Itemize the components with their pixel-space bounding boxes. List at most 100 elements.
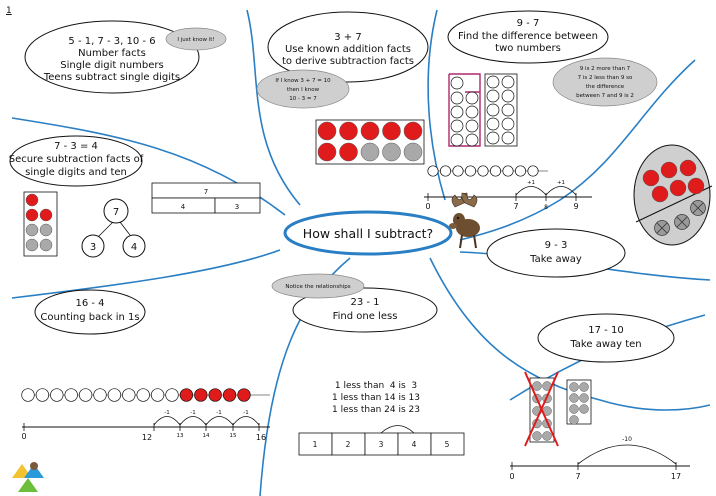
nine-frame-counter [465,91,479,105]
ten-frame-counter [532,381,542,391]
ten-frame-counter [486,75,500,89]
bead [21,388,35,402]
seven-frame-counter [569,404,579,414]
secure-counter [39,223,53,237]
part-whole-part-2: 4 [131,242,137,253]
counting-back-tick-0: 0 [21,432,26,441]
ten-frame-counter [317,142,337,162]
counting-back-jump-2: -1 [190,410,195,416]
bar-model-whole: 7 [204,188,208,196]
counting-back-tick-16: 16 [256,433,266,442]
cross-mark [692,202,704,214]
nine-frame-counter [465,119,479,133]
secure-counter [25,238,39,252]
nine-frame-counter [450,76,464,90]
red-counter [669,179,687,197]
difference-number-line-ticks [427,193,577,201]
bead [427,165,439,177]
divider-4 [459,59,696,241]
bead [222,388,237,402]
difference-bead-string [427,165,548,177]
take-away-line-2: Take away [529,254,582,265]
red-counter [687,177,705,195]
one-less-fact-3: 1 less than 24 is 23 [332,405,420,415]
part-whole-model [81,198,146,258]
number-track-cell-1: 1 [313,440,318,449]
secure-line-2: Secure subtraction facts of [9,154,144,165]
red-counter [642,169,660,187]
difference-bubble-4: between 7 and 9 is 2 [576,93,634,99]
red-counter [679,159,697,177]
ten-frame-counter [360,121,380,141]
counting-back-tick-13: 13 [177,433,184,439]
take-away-ten-tick-7: 7 [575,472,580,481]
difference-tick-0: 0 [425,202,430,211]
number-facts-line-1: 5 - 1, 7 - 3, 10 - 6 [68,36,155,47]
bead [208,388,222,402]
seven-frame-counter [579,393,589,403]
ten-frame-counter [501,103,515,117]
secure-counter [39,238,53,252]
counting-back-ticks [23,423,260,431]
nine-frame-counter [465,133,479,147]
secure-line-3: single digits and ten [25,167,127,178]
ten-frame-counter [501,117,515,131]
take-away-ten-line-1: 17 - 10 [588,325,623,336]
difference-line-3: two numbers [495,43,561,54]
derive-bubble-3: 10 - 3 = 7 [289,96,317,102]
center-title: How shall I subtract? [303,226,433,241]
bead [50,388,64,402]
one-less-line-2: Find one less [333,311,398,322]
ten-frame-counter [403,142,423,162]
number-track [298,432,465,456]
ten-frame-counter [382,121,401,141]
bead [179,388,194,402]
nine-frame-counter [450,133,464,147]
difference-bubble-3: the difference [586,84,625,90]
bead [194,388,208,402]
counting-back-tick-15: 15 [230,433,237,439]
red-counter [651,185,669,203]
difference-frames [448,73,518,147]
bead [439,165,452,177]
secure-line-1: 7 - 3 = 4 [54,141,98,152]
ten-frame-counter [501,75,515,89]
counting-back-jump-1: -1 [164,410,169,416]
bead [122,388,136,402]
ten-frame-counter [360,142,380,162]
bead [150,388,165,402]
ten-frame-counter [486,103,500,117]
take-away-ten-line-2: Take away ten [569,339,641,350]
page-number: 1 [6,6,12,16]
ten-frame-counter [542,431,552,441]
take-away-counters [642,159,706,236]
number-facts-line-2: Number facts [78,48,146,59]
ten-frame-counter [501,89,515,103]
nine-frame-counter [465,105,479,119]
one-less-note: Notice the relationships [285,284,350,290]
bead [107,388,122,402]
difference-line-2: Find the difference between [458,31,598,42]
cross-mark [656,222,668,234]
counting-back-bead-string [21,388,270,402]
bead [489,165,502,177]
logo [12,462,44,492]
secure-counter [39,208,53,222]
moose-mascot [449,192,480,249]
seven-frame-counter [569,382,579,392]
nine-frame-counter [450,105,464,119]
divider-2 [427,9,446,201]
difference-line-1: 9 - 7 [517,18,540,29]
counting-back-line-2: Counting back in 1s [40,312,139,323]
part-whole-part-1: 3 [90,242,96,253]
nine-frame-counter [450,119,464,133]
ten-frame-derive [315,119,425,165]
ten-frame-counter [317,121,337,141]
bead [502,165,514,177]
counting-back-tick-14: 14 [203,433,210,439]
derive-bubble-1: If I know 3 + 7 = 10 [275,78,331,84]
ten-frame-counter [486,89,500,103]
bead [78,388,93,402]
derive-line-3: to derive subtraction facts [282,56,414,67]
